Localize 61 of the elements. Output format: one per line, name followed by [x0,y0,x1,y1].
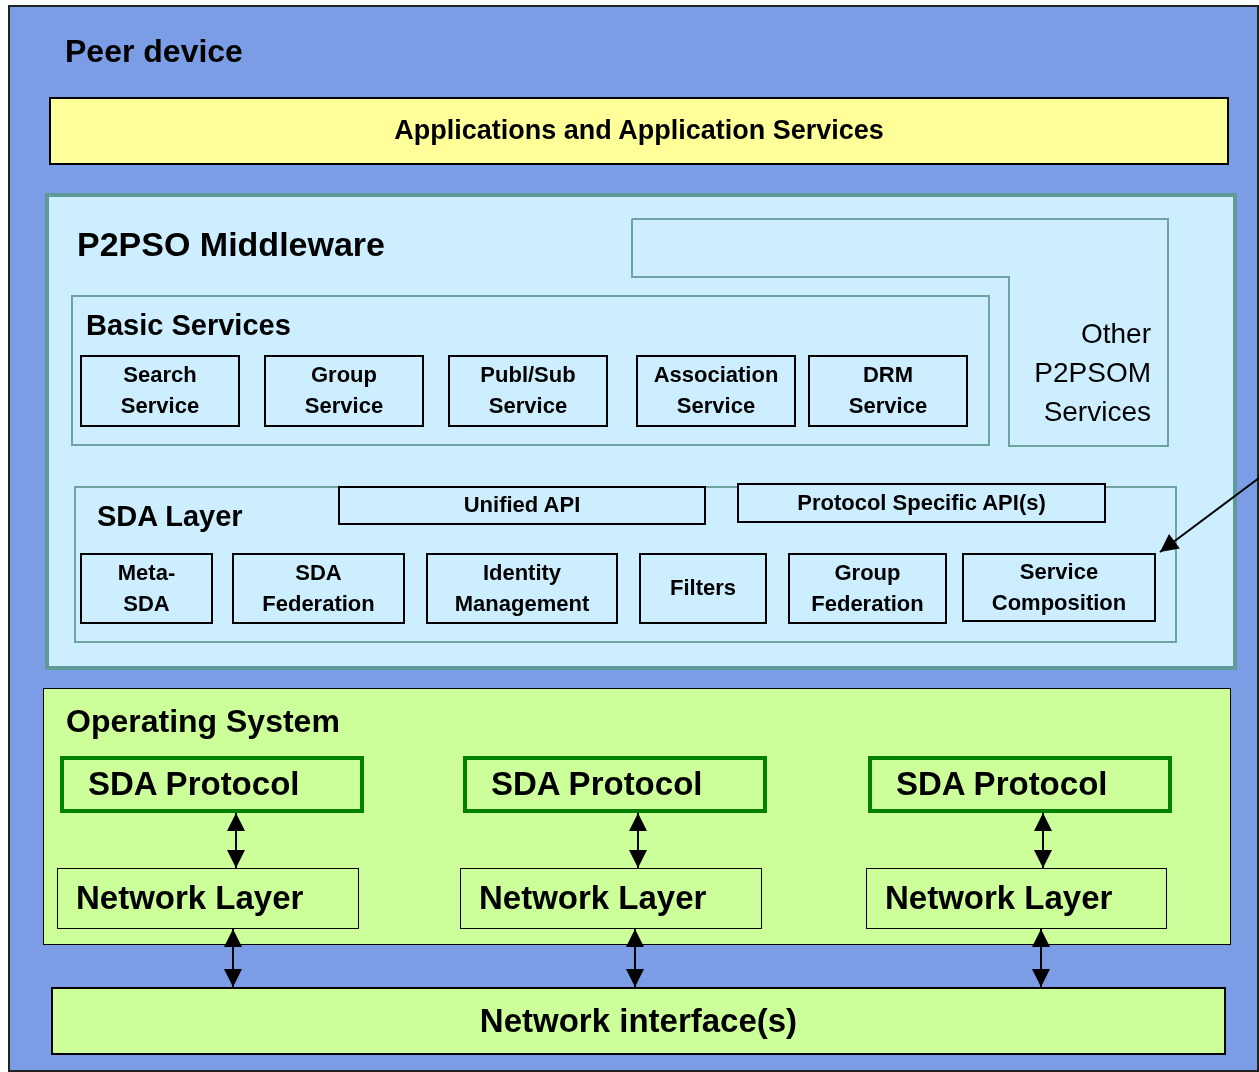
protocol-box [463,756,767,813]
double-arrow [626,928,644,988]
box-label: Meta- SDA [116,558,177,618]
double-arrow [224,928,242,988]
arrow [1159,477,1259,553]
box-label: Network Layer [76,878,304,919]
box-label: Group Service [303,361,385,420]
services-l-shape [631,218,1169,447]
box-label: Network interface(s) [479,1000,798,1041]
component-box [80,553,213,624]
box-label: Applications and Application Services [394,114,884,148]
box-label: Protocol Specific API(s) [797,488,1046,517]
box-label: SDA Federation [261,558,376,618]
panel-heading: Operating System [66,703,340,740]
group-panel [71,295,990,446]
component-box [448,355,608,427]
protocol-box [868,756,1172,813]
component-box [232,553,405,624]
layer-box [460,868,762,929]
services-label: Other P2PSOM Services [1033,317,1151,429]
box-label: Identity Management [453,558,591,618]
protocol-box [60,756,364,813]
box-label: Association Service [652,361,780,420]
component-box [808,355,968,427]
double-arrow [629,812,647,869]
component-box [426,553,618,624]
component-box [737,483,1106,523]
panel-heading: SDA Layer [97,500,243,533]
component-box [636,355,796,427]
device-panel [8,5,1259,1072]
component-box [338,486,706,525]
box-label: Publ/Sub Service [479,361,577,420]
component-box [962,553,1156,622]
box-label: Service Composition [990,557,1128,617]
middleware-panel [45,193,1237,670]
box-label: SDA Protocol [491,764,703,805]
box-label: Group Federation [810,558,925,618]
component-box [80,355,240,427]
box-label: Unified API [463,491,581,520]
os-panel [43,688,1231,945]
double-arrow [1032,928,1050,988]
component-box [264,355,424,427]
double-arrow [1034,812,1052,869]
box-label: SDA Protocol [88,764,300,805]
box-label: Network Layer [479,878,707,919]
box-label: SDA Protocol [896,764,1108,805]
component-box [788,553,947,624]
panel-heading: Basic Services [86,309,291,342]
box-label: DRM Service [847,361,929,420]
panel-heading: Peer device [65,33,243,70]
layer-bar [49,97,1229,165]
panel-heading: P2PSO Middleware [77,225,385,264]
box-label: Search Service [119,361,201,420]
component-box [639,553,767,624]
double-arrow [227,812,245,869]
layer-box [57,868,359,929]
layer-box [866,868,1167,929]
interface-bar [51,987,1226,1055]
layer-panel [74,486,1177,643]
box-label: Filters [670,574,736,603]
box-label: Network Layer [885,878,1113,919]
